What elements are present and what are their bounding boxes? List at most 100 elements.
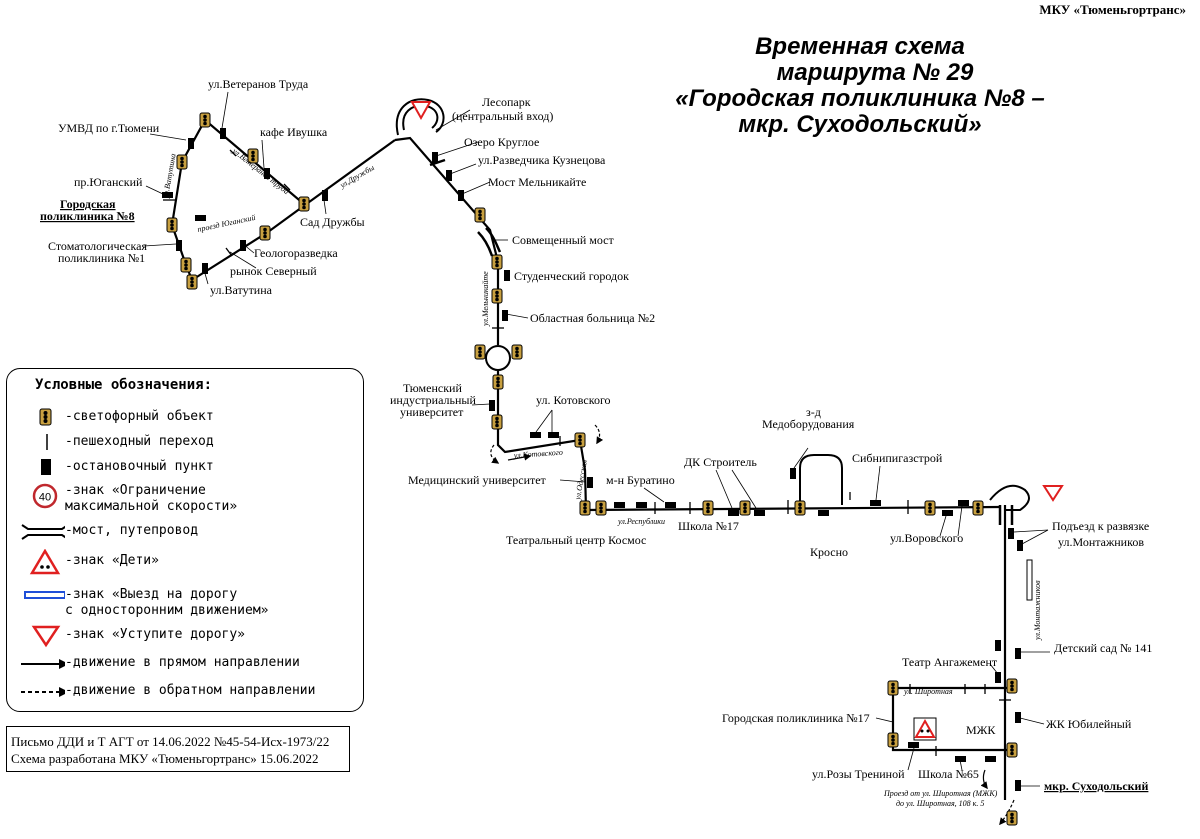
stop-label-terminus: мкр. Суходольский xyxy=(1044,779,1148,793)
stop-label: МЖК xyxy=(966,723,996,737)
legend-item-children: -знак «Дети» xyxy=(7,549,363,575)
title-line-1: Временная схема xyxy=(755,33,965,60)
street-label: ул.Ветеранов труда xyxy=(230,146,291,196)
stop-label: Стоматологическая xyxy=(48,239,147,253)
legend-label: -знак «Дети» xyxy=(65,553,159,568)
traffic-light-icon xyxy=(176,154,188,170)
bus-stop-icon xyxy=(195,215,206,221)
legend-label: -пешеходный переход xyxy=(65,434,214,449)
stop-label: ул.Разведчика Кузнецова xyxy=(478,153,606,167)
street-label: ул.Ватутина xyxy=(161,153,178,199)
stop-label: Областная больница №2 xyxy=(530,311,655,325)
stop-label-terminus: Городская xyxy=(60,197,116,211)
title-line-3: «Городская поликлиника №8 – xyxy=(675,85,1045,112)
stop-label: Школа №65 xyxy=(918,767,979,781)
title-line-2: маршрута № 29 xyxy=(776,59,974,86)
stop-label: рынок Северный xyxy=(230,264,317,278)
bus-stop-icon xyxy=(636,502,647,508)
stop-label: индустриальный xyxy=(390,393,476,407)
stop-label: УМВД по г.Тюмени xyxy=(58,121,160,135)
bus-stop-icon xyxy=(489,400,495,411)
bus-stop-icon xyxy=(614,502,625,508)
bus-stop-icon xyxy=(665,502,676,508)
traffic-light-icon xyxy=(474,344,486,360)
stop-label: ул.Ветеранов Труда xyxy=(208,77,309,91)
stop-label: университет xyxy=(400,405,464,419)
children-sign-icon xyxy=(29,549,61,575)
stop-label: (центральный вход) xyxy=(452,109,553,123)
stop-label: м-н Буратино xyxy=(606,473,675,487)
title-line-4: мкр. Суходольский» xyxy=(738,111,982,138)
bus-stop-icon xyxy=(587,477,593,488)
stop-labels: ул.Ветеранов Труда УМВД по г.Тюмени кафе… xyxy=(40,77,1152,793)
bus-stop-icon xyxy=(530,432,541,438)
legend-item-forward: -движение в прямом направлении xyxy=(7,651,363,677)
stop-label: Театральный центр Космос xyxy=(506,533,646,547)
bus-stop-icon xyxy=(908,742,919,748)
legend-item-reverse: -движение в обратном направлении xyxy=(7,679,363,705)
legend-item-crosswalk: -пешеходный переход xyxy=(7,430,363,456)
traffic-light-icon xyxy=(1006,678,1018,694)
bus-stop-icon xyxy=(1015,780,1021,791)
legend-title: Условные обозначения: xyxy=(35,377,213,393)
bus-stop-icon xyxy=(818,510,829,516)
bus-stop-icon xyxy=(446,170,452,181)
stop-label: Медицинский университет xyxy=(408,473,547,487)
stop-label: Мост Мельникайте xyxy=(488,175,586,189)
leader-lines xyxy=(143,91,1050,787)
legend-label: -знак «Уступите дорогу» xyxy=(65,627,246,642)
bus-stop-icon xyxy=(754,510,765,516)
stop-label: Студенческий городок xyxy=(514,269,629,283)
children-sign-icon xyxy=(913,717,937,741)
stop-label: Озеро Круглое xyxy=(464,135,539,149)
stop-label: Подъезд к развязке xyxy=(1052,519,1149,533)
document-reference: Письмо ДДИ и Т АГТ от 14.06.2022 №45-54-… xyxy=(6,726,350,772)
page-title: Временная схема маршрута № 29 «Городская… xyxy=(600,34,1120,138)
bus-stop-icon xyxy=(1015,712,1021,723)
traffic-light-icon xyxy=(298,196,310,212)
stop-label: ул.Монтажников xyxy=(1058,535,1144,549)
street-label: ул.Мельникайте xyxy=(481,271,490,327)
legend-item-yield: -знак «Уступите дорогу» xyxy=(7,623,363,649)
legend-label: -знак «Выезд на дорогу с односторонним д… xyxy=(65,587,269,618)
traffic-light-icon xyxy=(186,274,198,290)
traffic-light-icon xyxy=(579,500,591,516)
bus-stop-icon xyxy=(1008,528,1014,539)
reference-line-2: Схема разработана МКУ «Тюменьгортранс» 1… xyxy=(11,751,319,766)
traffic-light-icon xyxy=(924,500,936,516)
crosswalk-icon xyxy=(283,183,291,191)
traffic-light-icon xyxy=(1006,742,1018,758)
traffic-light-icon xyxy=(39,408,52,426)
svg-text:40: 40 xyxy=(39,492,51,504)
bus-stop-icon xyxy=(504,270,510,281)
stop-label: Геологоразведка xyxy=(254,246,338,260)
crosswalks xyxy=(163,149,1011,756)
street-label: до ул. Широтная, 108 к. 5 xyxy=(896,799,984,808)
stop-label: Тюменский xyxy=(403,381,462,395)
bus-stop-icon xyxy=(870,500,881,506)
stop-label: Лесопарк xyxy=(482,95,531,109)
traffic-light-icon xyxy=(259,225,271,241)
legend-item-traffic-light: -светофорный объект xyxy=(7,405,363,431)
stop-label: Сад Дружбы xyxy=(300,215,365,229)
street-label: Проезд от ул. Широтная (МЖК) xyxy=(883,789,998,798)
street-label: ул.Монтажников xyxy=(1033,580,1042,641)
bus-stop-icon xyxy=(176,240,182,251)
traffic-light-icon xyxy=(491,254,503,270)
legend-item-bridge: -мост, путепровод xyxy=(7,519,363,545)
traffic-light-icon xyxy=(887,680,899,696)
traffic-light-icon xyxy=(180,257,192,273)
traffic-light-icon xyxy=(887,732,899,748)
traffic-light-icon xyxy=(794,500,806,516)
stop-label: ул.Воровского xyxy=(890,531,963,545)
reverse-arrow-icon xyxy=(21,687,65,697)
bus-stop-icon xyxy=(502,310,508,321)
bus-stop-icon xyxy=(432,152,438,163)
stop-label: кафе Ивушка xyxy=(260,125,328,139)
legend-item-speed-limit: 40 -знак «Ограничение максимальной скоро… xyxy=(7,479,363,521)
stop-label: Кросно xyxy=(810,545,848,559)
traffic-light-icon xyxy=(199,112,211,128)
traffic-light-icon xyxy=(739,500,751,516)
bus-stop-icon xyxy=(995,672,1001,683)
street-label: ул.Котовского xyxy=(513,448,564,460)
